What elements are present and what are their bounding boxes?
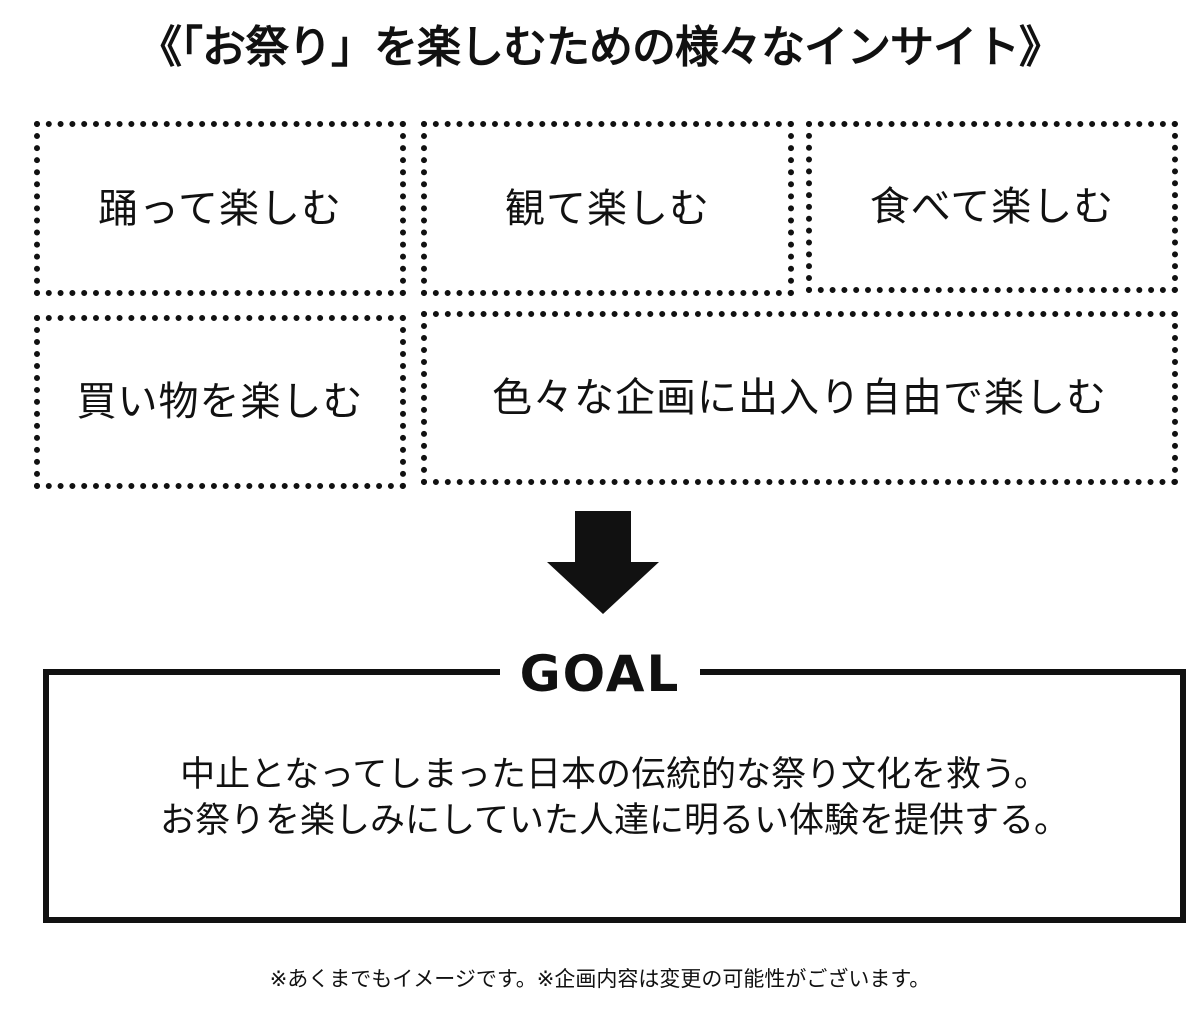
insight-label: 買い物を楽しむ: [76, 379, 364, 425]
insight-label: 踊って楽しむ: [98, 185, 342, 232]
down-arrow-icon: [547, 511, 659, 614]
insight-box-events: 色々な企画に出入り自由で楽しむ: [421, 311, 1178, 485]
page-title: 《「お祭り」を楽しむための様々なインサイト》: [138, 22, 1063, 73]
goal-label: GOAL: [499, 645, 701, 703]
goal-line-2: お祭りを楽しみにしていた人達に明るい体験を提供する。: [160, 801, 1069, 841]
goal-label-wrap: GOAL: [0, 645, 1200, 703]
insight-box-eat: 食べて楽しむ: [806, 121, 1178, 293]
footnote: ※あくまでもイメージです。※企画内容は変更の可能性がございます。: [269, 967, 931, 991]
goal-line-1: 中止となってしまった日本の伝統的な祭り文化を救う。: [180, 755, 1049, 795]
insight-label: 食べて楽しむ: [869, 184, 1115, 230]
insight-label: 色々な企画に出入り自由で楽しむ: [492, 375, 1107, 421]
insight-box-dance: 踊って楽しむ: [34, 121, 406, 296]
insight-box-watch: 観て楽しむ: [421, 121, 794, 296]
insight-box-shopping: 買い物を楽しむ: [34, 315, 406, 489]
goal-text: 中止となってしまった日本の伝統的な祭り文化を救う。 お祭りを楽しみにしていた人達…: [43, 752, 1186, 844]
insight-label: 観て楽しむ: [505, 185, 710, 232]
